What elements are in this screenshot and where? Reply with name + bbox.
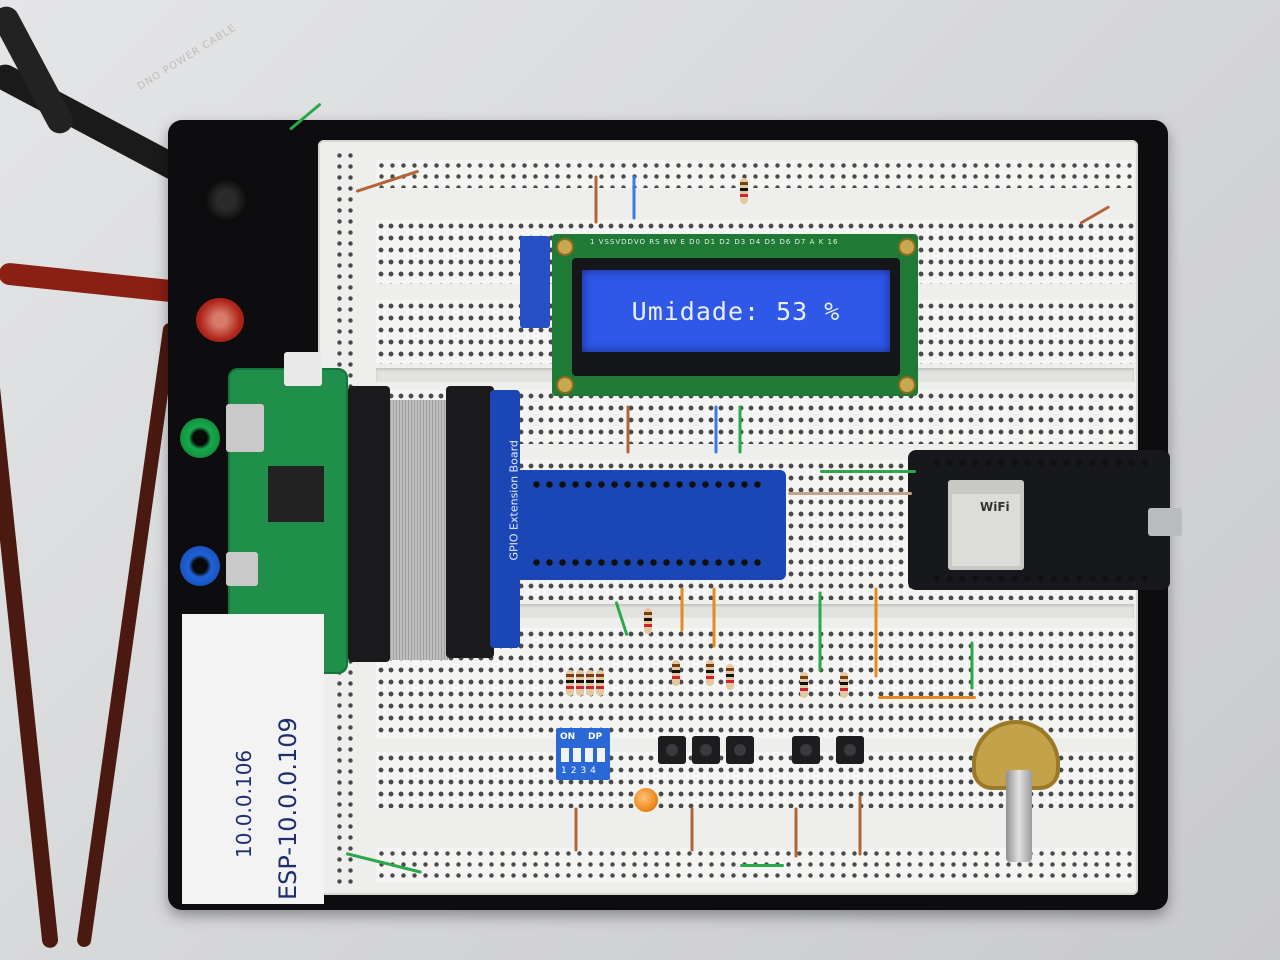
push-button[interactable] [836,736,864,764]
resistor [596,670,604,696]
orange-led [634,788,658,812]
jumper-wire [970,641,974,690]
jumper-wire [632,175,636,220]
jumper-wire [858,795,862,856]
ribbon-connector-right [446,386,494,658]
red-binding-post [196,298,244,342]
push-button[interactable] [792,736,820,764]
jumper-wire [574,807,578,852]
dip-numbers: 1234 [561,766,600,776]
mini-hdmi-port [226,404,264,452]
resistor [840,672,848,698]
resistor [672,660,680,686]
lcd-pin-names: VSSVDDVO RS RW E D0 D1 D2 D3 D4 D5 D6 D7… [598,238,825,246]
potentiometer-shaft[interactable] [1006,770,1032,862]
trimmer-potentiometer [520,236,550,328]
resistor [566,670,574,696]
push-button[interactable] [726,736,754,764]
resistor [740,178,748,204]
lcd-screen: Umidade: 53 % [582,270,890,352]
dip-toggle[interactable] [561,748,569,762]
lcd-pin-end: 16 [827,238,839,246]
resistor [576,670,584,696]
sd-card [284,352,322,386]
jumper-wire [794,807,798,858]
green-binding-post [180,418,220,458]
dip-toggle[interactable] [573,748,581,762]
jumper-wire [712,587,716,648]
jumper-wire [690,807,694,852]
gpio-header-pins [530,478,762,492]
push-button[interactable] [658,736,686,764]
black-binding-post [204,178,248,222]
wifi-logo: WiFi [980,500,1010,514]
esp8266-shield [952,494,1020,566]
resistor [706,660,714,686]
jumper-wire [714,405,718,454]
jumper-wire [740,864,784,867]
nodemcu-header-pins [930,572,1150,586]
jumper-wire [874,587,878,678]
jumper-wire [878,696,976,699]
jumper-wire [738,405,742,454]
lcd-pin-labels: 1 VSSVDDVO RS RW E D0 D1 D2 D3 D4 D5 D6 … [590,238,838,246]
jumper-wire [626,405,630,454]
gpio-header-pins [530,556,762,570]
power-rail-top [376,160,1134,188]
lcd-mount-hole [556,376,574,394]
resistor [586,670,594,696]
dip-toggle[interactable] [597,748,605,762]
lcd-pin-start: 1 [590,238,596,246]
blue-binding-post [180,546,220,586]
ribbon-connector-left [348,386,390,662]
note-ip-raspberry: 10.0.0.106 [232,749,256,858]
dip-on-label: ON [560,732,576,742]
lcd-mount-hole [898,238,916,256]
lcd-display-text: Umidade: 53 % [631,296,841,326]
jumper-wire [680,587,684,632]
resistor [726,664,734,690]
dip-dp-label: DP [588,732,603,742]
note-ip-esp: ESP-10.0.0.109 [274,717,302,900]
rpi-processor [268,466,324,522]
micro-usb-port [226,552,258,586]
lcd-mount-hole [898,376,916,394]
breadboard-channel-2 [376,604,1134,618]
dip-toggle[interactable] [585,748,593,762]
paper-note [182,614,324,904]
jumper-wire [818,591,822,672]
nodemcu-usb-port [1148,508,1182,536]
lcd-mount-hole [556,238,574,256]
ribbon-cable [388,400,448,660]
resistor [644,608,652,634]
push-button[interactable] [692,736,720,764]
nodemcu-header-pins [930,456,1150,470]
jumper-wire [594,175,598,224]
jumper-wire [820,470,916,473]
jumper-wire [788,492,912,495]
gpio-board-label: GPIO Extension Board [507,440,521,561]
resistor [800,672,808,698]
